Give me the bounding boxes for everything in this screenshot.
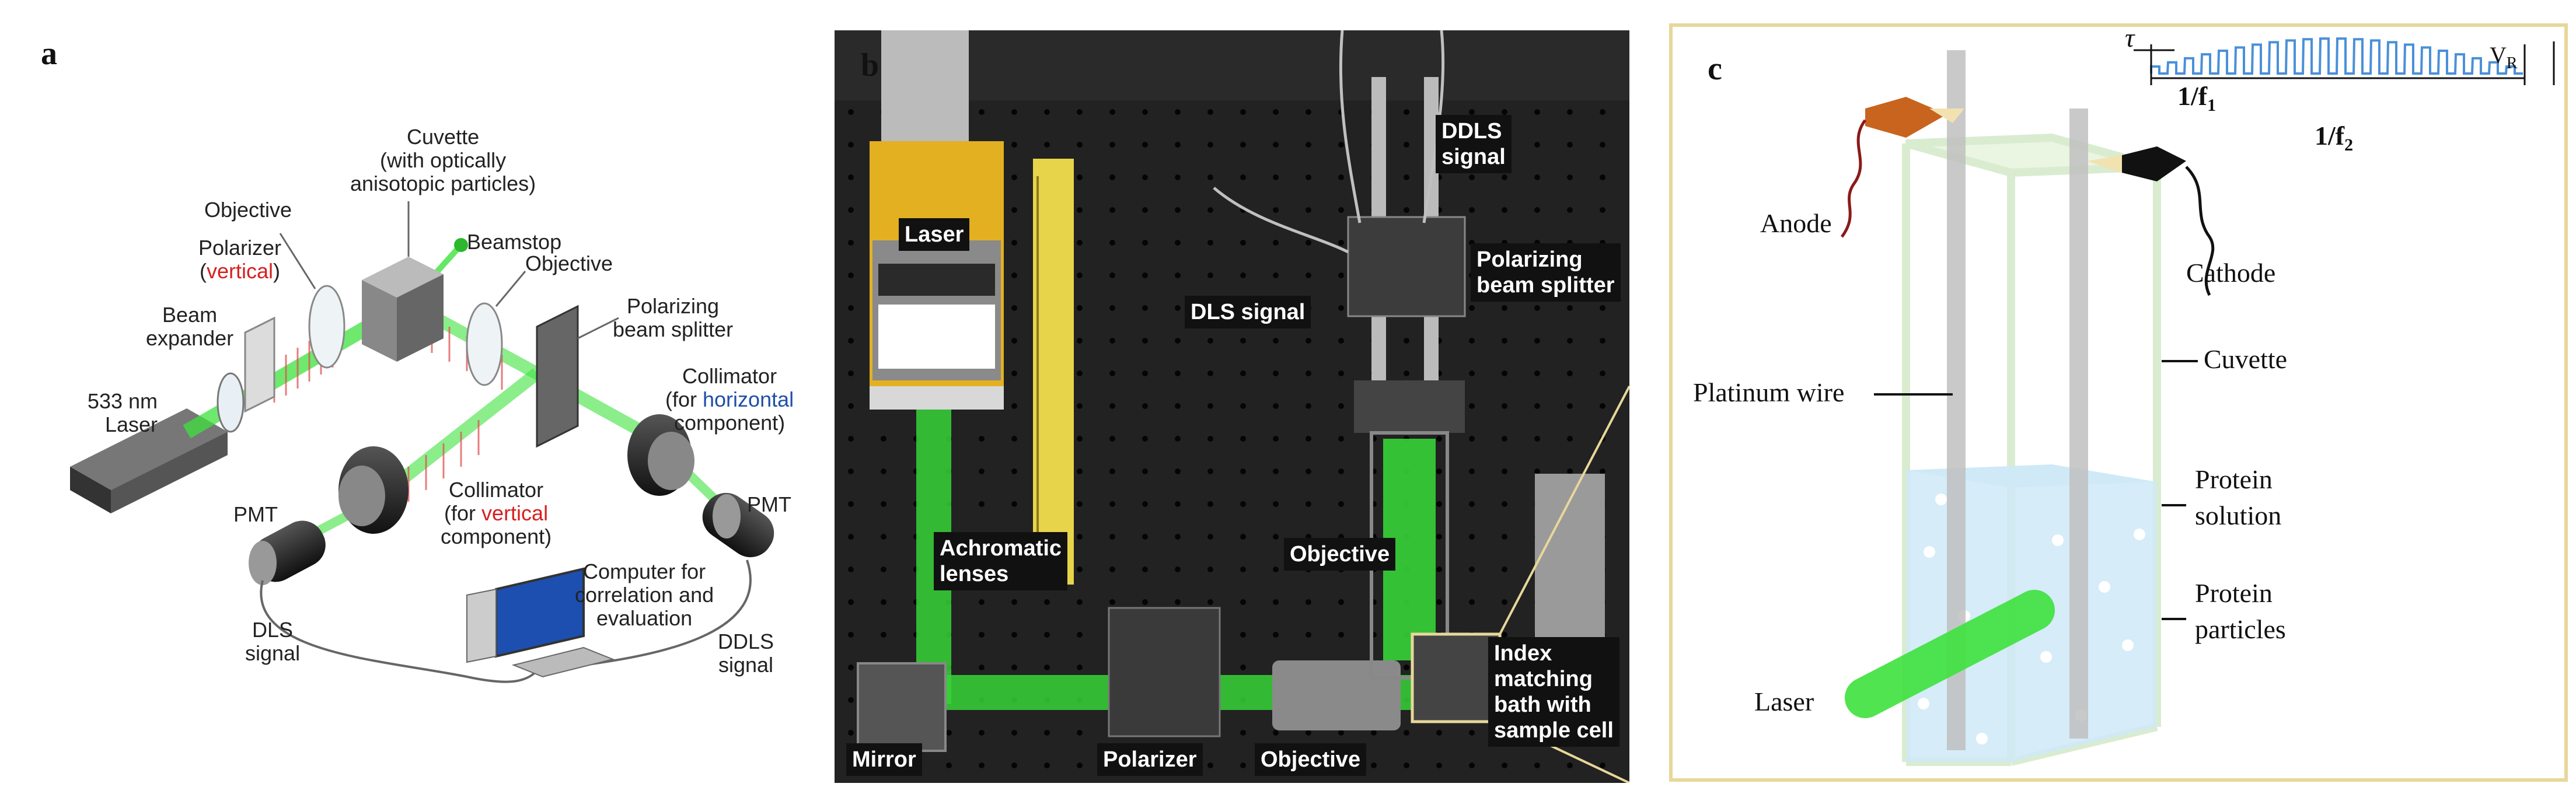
collimator-vertical: [338, 446, 409, 534]
panel-a-drawing: [70, 201, 774, 683]
platinum-wire-label: Platinum wire: [1693, 377, 1845, 407]
dls-signal-label: DLS signal: [245, 618, 301, 665]
protein-solution-label: Protein solution: [2195, 464, 2282, 530]
anode-label: Anode: [1760, 208, 1832, 238]
computer: [466, 567, 615, 678]
b-pbs-label: Polarizing beam splitter: [1471, 243, 1621, 302]
panel-c-letter: c: [1708, 51, 1722, 87]
panel-c-schematic: c: [1669, 23, 2568, 782]
panel-b-photo: Laser DDLS signal DLS signal Polarizing …: [835, 30, 1629, 783]
polarizer-label: Polarizer (vertical): [198, 236, 282, 283]
cuvette-label: Cuvette (with optically anisotopic parti…: [350, 125, 536, 195]
f2-label: 1/f2: [2315, 121, 2354, 155]
cuvette-3d: [362, 257, 444, 362]
beam-expander-label: Beam expander: [146, 303, 234, 350]
cathode-clip: [2087, 146, 2215, 296]
laser-label: 533 nm Laser: [87, 389, 158, 436]
b-objective-lower-label: Objective: [1255, 743, 1367, 776]
polarizer-mount: [1108, 607, 1221, 737]
beam-expander-lens: [217, 372, 245, 433]
pmt-right-label: PMT: [747, 492, 791, 516]
laser-label-c: Laser: [1754, 687, 1814, 716]
b-index-matching-label: Index matching bath with sample cell: [1488, 637, 1619, 747]
objective-right-lens: [466, 302, 503, 386]
f1-label: 1/f1: [2177, 81, 2217, 116]
computer-label: Computer for correlation and evaluation: [575, 559, 714, 630]
objective-left-lens: [308, 285, 345, 369]
b-polarizer-label: Polarizer: [1097, 743, 1203, 776]
panel-a-schematic: a: [0, 0, 817, 801]
laser-connector: [881, 30, 969, 141]
objective-right-label: Objective: [525, 251, 613, 275]
pmt-right: [702, 492, 774, 558]
zoom-line-top: [1499, 386, 1629, 635]
translation-stage: [1535, 474, 1605, 666]
b-mirror-label: Mirror: [846, 743, 922, 776]
b-achromatic-label: Achromatic lenses: [934, 532, 1068, 590]
protein-particles-label: Protein particles: [2195, 578, 2286, 644]
panel-a-letter: a: [41, 36, 57, 72]
polarizer-plate: [244, 316, 275, 413]
laser-beam-c: [1845, 590, 2055, 718]
collimator-horizontal: [627, 414, 694, 496]
yellow-ruler: [1033, 159, 1074, 585]
sample-cell: [1411, 632, 1502, 723]
cathode-label: Cathode: [2186, 258, 2276, 288]
tau-label: τ: [2125, 23, 2135, 53]
collimator-horizontal-label: Collimator (for horizontal component): [665, 364, 794, 435]
voltage-waveform: [2134, 37, 2555, 85]
beamstop-label: Beamstop: [467, 230, 562, 254]
collimator-vertical-label: Collimator (for vertical component): [441, 478, 552, 548]
dls-cable: [260, 580, 538, 683]
objective-lower-body: [1272, 660, 1401, 730]
panel-b-letter: b: [861, 47, 879, 83]
detection-column: [1347, 77, 1466, 680]
ddls-signal-label: DDLS signal: [718, 629, 774, 677]
platinum-wire-right: [2069, 109, 2088, 739]
b-laser-label: Laser: [899, 218, 970, 251]
beamstop: [454, 238, 468, 252]
mirror-mount: [857, 662, 947, 752]
b-ddls-label: DDLS signal: [1436, 115, 1512, 173]
pmt-left: [249, 520, 326, 585]
pmt-left-label: PMT: [233, 502, 278, 526]
pbs-label: Polarizing beam splitter: [613, 294, 734, 341]
panel-c-drawing: [1840, 37, 2555, 766]
objective-left-label: Objective: [204, 198, 292, 222]
anode-clip: [1840, 97, 1964, 238]
laser-body: [870, 141, 1004, 410]
vr-label: VR: [2490, 42, 2518, 72]
b-objective-upper-label: Objective: [1284, 538, 1396, 571]
polarizing-beam-splitter: [536, 305, 579, 448]
cuvette-label-c: Cuvette: [2204, 344, 2288, 374]
b-dls-label: DLS signal: [1185, 296, 1311, 328]
